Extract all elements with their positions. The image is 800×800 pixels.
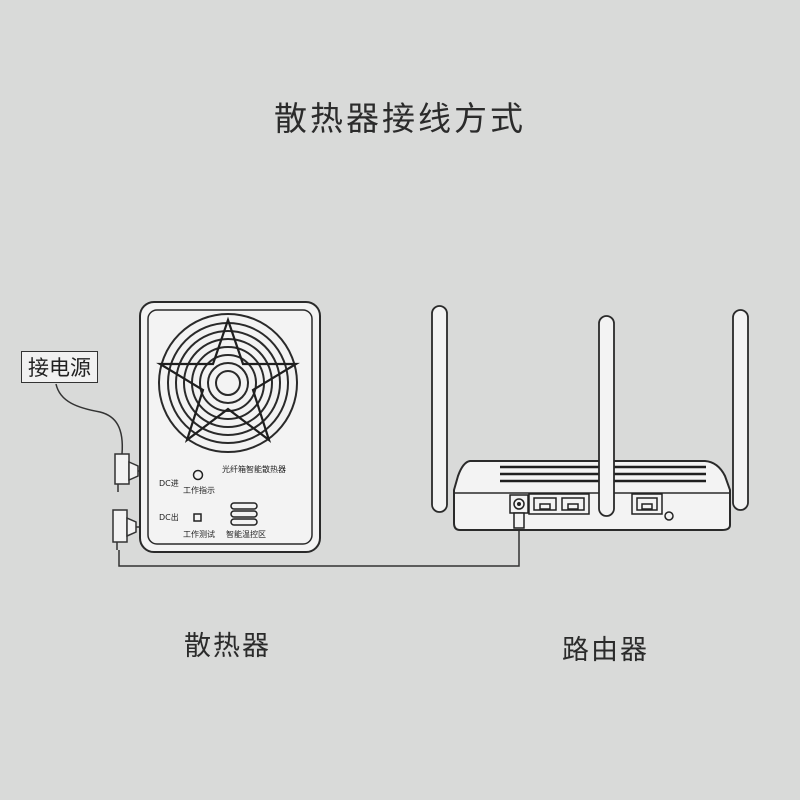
router-body	[453, 460, 731, 531]
work-test-button	[193, 513, 202, 522]
power-source-label: 接电源	[21, 351, 98, 383]
antenna-right	[732, 309, 749, 511]
work-indicator-led	[192, 469, 204, 481]
fan-to-router-cable	[118, 528, 520, 567]
router	[431, 305, 749, 531]
smart-temp-label: 智能温控区	[226, 530, 266, 539]
dc-in-label: DC进	[159, 479, 179, 488]
work-test-label: 工作测试	[183, 530, 215, 539]
power-cable	[55, 383, 124, 455]
work-indicator-label: 工作指示	[183, 486, 215, 495]
dc-in-plug	[114, 453, 146, 492]
diagram-title: 散热器接线方式	[274, 99, 526, 138]
lan-ports	[528, 493, 590, 515]
temp-vent	[230, 502, 258, 526]
dc-out-label: DC出	[159, 513, 179, 522]
star-icon	[156, 316, 300, 443]
antenna-left	[431, 305, 448, 513]
wan-port	[631, 493, 663, 515]
router-caption: 路由器	[562, 635, 649, 666]
antenna-middle	[598, 315, 615, 517]
dc-out-plug	[112, 509, 146, 550]
reset-hole	[664, 511, 674, 521]
fan-caption: 散热器	[184, 631, 271, 662]
fan-box	[139, 301, 321, 553]
fan-product-name: 光纤箱智能散热器	[222, 465, 286, 474]
